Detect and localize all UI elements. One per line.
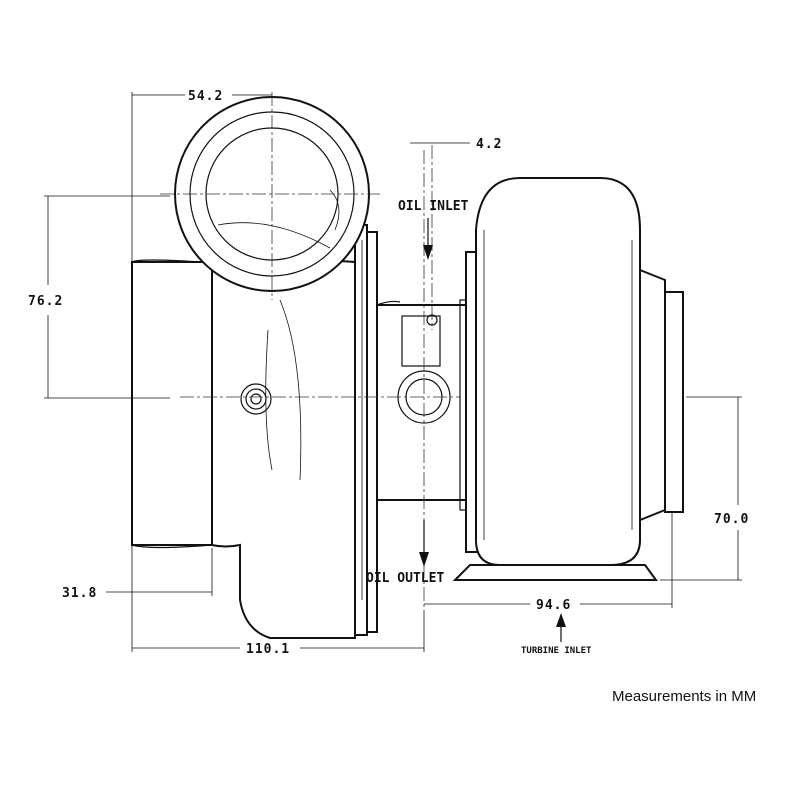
turbine-inlet-callout: TURBINE INLET — [521, 613, 592, 656]
dimension-94-6: 94.6 — [424, 512, 673, 613]
turbine-inlet-arrow-icon — [556, 613, 566, 627]
dim-110-1-text: 110.1 — [246, 642, 290, 657]
oil-inlet-arrow-icon — [423, 245, 433, 260]
dimension-76-2: 76.2 — [28, 195, 170, 399]
dimension-4-2: 4.2 — [410, 137, 502, 152]
oil-outlet-arrow-icon — [419, 552, 429, 567]
oil-outlet-label: OIL OUTLET — [366, 571, 444, 586]
dim-4-2-text: 4.2 — [476, 137, 502, 152]
dim-94-6-text: 94.6 — [536, 598, 571, 613]
dim-31-8-text: 31.8 — [62, 586, 97, 601]
dimension-110-1: 110.1 — [131, 545, 425, 657]
dim-70-0-text: 70.0 — [714, 512, 749, 527]
dimension-70-0: 70.0 — [660, 396, 749, 581]
dim-76-2-text: 76.2 — [28, 294, 63, 309]
oil-outlet-callout: OIL OUTLET — [366, 520, 444, 586]
turbine-inlet-label: TURBINE INLET — [521, 646, 592, 656]
center-housing — [376, 299, 477, 511]
dim-54-2-text: 54.2 — [188, 89, 223, 104]
oil-inlet-callout: OIL INLET — [398, 199, 469, 260]
turbine-housing — [452, 177, 684, 581]
dimension-31-8: 31.8 — [62, 548, 213, 601]
oil-inlet-label: OIL INLET — [398, 199, 469, 214]
dimension-54-2: 54.2 — [131, 89, 272, 262]
units-note: Measurements in MM — [612, 688, 757, 705]
compressor-housing — [131, 224, 378, 639]
